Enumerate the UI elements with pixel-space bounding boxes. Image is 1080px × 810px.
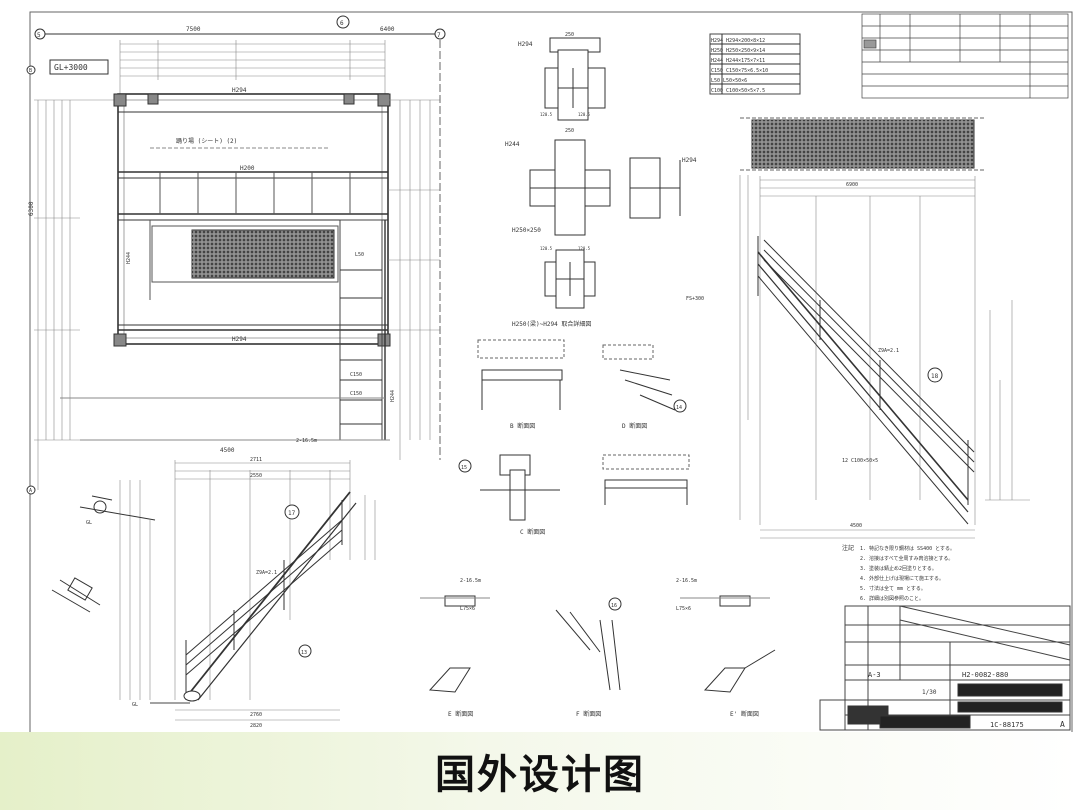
plan-dim-top-right: 6400 — [380, 26, 395, 33]
small-details-left: GL — [51, 495, 156, 613]
notes-line-5: 5. 寸法は全て mm とする。 — [860, 585, 926, 592]
plan-landing-note: 踊り場 (シート) (2) — [176, 137, 237, 145]
joint-dim-5: 120.5 — [540, 246, 553, 251]
section-details: B 断面図 14 D 断面図 15 C 断面図 2-16.5m L75×6 E — [420, 339, 776, 718]
member-row-3: H244 H244×175×7×11 — [711, 58, 765, 64]
revision-table — [861, 13, 1069, 99]
member-row-2: H250 H250×250×9×14 — [711, 48, 765, 54]
plan-axis-6: 6 — [340, 20, 344, 27]
left-elev-ref: 13 — [301, 650, 307, 656]
section-e-label: E 断面図 — [448, 710, 473, 718]
right-elev-dim-mid: 4500 — [850, 523, 862, 529]
section-ref-e: 2-16.5m — [460, 578, 481, 584]
left-elev-bottom-dim: 2760 — [250, 712, 262, 718]
plan-label-l50: L50 — [355, 252, 364, 258]
left-elev-mark: 17 — [288, 510, 296, 517]
plan-dim-total: 6300 — [28, 201, 35, 216]
right-elev-bottom: 12 C100×50×5 — [842, 458, 878, 464]
section-d-label: D 断面図 — [622, 422, 647, 430]
gl-label-box — [49, 59, 109, 75]
plan-axis-b: B — [29, 68, 32, 74]
section-c-label: C 断面図 — [520, 528, 545, 536]
joint-caption: H250(梁)~H294 取合詳細図 — [512, 320, 591, 328]
member-row-1: H294 H294×200×8×12 — [711, 38, 765, 44]
redacted-bar — [847, 705, 889, 725]
notes-line-1: 1. 特記なき限り鋼材は SS400 とする。 — [860, 545, 955, 552]
redacted-bar — [957, 701, 1063, 713]
section-ref-e2: 2-16.5m — [676, 578, 697, 584]
section-ref-16: 16 — [611, 603, 617, 609]
technical-drawing: 5 6 7 7500 6400 GL+3000 — [26, 11, 1073, 735]
title-code: 1C-88175 — [990, 721, 1024, 729]
joint-details: 250 H294 120.5 120.5 H244 250 H250×250 H… — [505, 32, 697, 328]
title-scale: 1/30 — [922, 689, 937, 696]
left-elev-bottom-dim2: 2820 — [250, 723, 262, 729]
right-elev-slope: Z9A=2.1 — [878, 348, 899, 354]
plan-label-c150a: C150 — [350, 372, 362, 378]
member-row-5: L50 L50×50×6 — [711, 78, 747, 84]
section-b-label: B 断面図 — [510, 422, 535, 430]
section-ref-14: 14 — [676, 405, 682, 411]
notes-line-4: 4. 外部仕上げは現場にて施工する。 — [860, 575, 944, 582]
member-row-6: C100 C100×50×5×7.5 — [711, 88, 765, 94]
plan-axis-a: A — [29, 488, 32, 494]
joint-dim-4: 250 — [565, 128, 574, 134]
joint-dim-2: 120.5 — [540, 112, 553, 117]
title-drawing-no: H2-0082-880 — [962, 671, 1008, 679]
plan-label-h244-left: H244 — [126, 252, 132, 264]
plan-beam-mid: H200 — [240, 165, 255, 172]
section-f-label: F 断面図 — [576, 710, 601, 718]
plan-detail-ref: 2-16.5m — [296, 438, 317, 444]
joint-dim-3: 120.5 — [578, 112, 591, 117]
left-elev-dim-mid: 2550 — [250, 473, 262, 479]
title-block: A-3 H2-0082-880 1/30 1C-88175 A — [819, 605, 1071, 731]
plan-bottom-dim: 4500 — [220, 447, 235, 454]
plan-beam-bottom: H294 — [232, 336, 247, 343]
notes-line-3: 3. 塗装は錆止め2回塗りとする。 — [860, 565, 937, 572]
plan-axis-5: 5 — [37, 32, 41, 39]
title-sheet: A-3 — [868, 671, 881, 679]
joint-h294-a: H294 — [518, 41, 533, 48]
section-ref-15: 15 — [461, 465, 467, 471]
caption-bar — [0, 732, 1080, 810]
plan-view: 5 6 7 7500 6400 GL+3000 — [26, 15, 446, 495]
joint-dim-1: 250 — [565, 32, 574, 38]
section-angle-e2: L75×6 — [676, 606, 691, 612]
left-elevation: 2711 2550 17 Z9A=2.1 13 2760 2820 GL — [119, 457, 376, 729]
notes-line-2: 2. 溶接はすべて全周すみ肉溶接とする。 — [860, 555, 953, 562]
gl-label: GL+3000 — [54, 63, 88, 72]
right-elev-mark: 18 — [931, 373, 939, 380]
member-row-4: C150 C150×75×6.5×10 — [711, 68, 768, 74]
joint-dim-6: 120.5 — [578, 246, 591, 251]
right-elev-dim-top: 6900 — [846, 182, 858, 188]
redacted-bar — [957, 683, 1063, 697]
joint-h250: H250×250 — [512, 227, 541, 234]
redacted-bar — [879, 715, 971, 729]
plan-label-h244-right: H244 — [390, 390, 396, 402]
section-angle-e: L75×6 — [460, 606, 475, 612]
plan-axis-7: 7 — [437, 32, 441, 39]
notes-title: 注記 — [842, 544, 854, 552]
member-table: H294 H294×200×8×12 H250 H250×250×9×14 H2… — [709, 33, 801, 95]
notes-line-6: 6. 詳細は別図参照のこと。 — [860, 595, 924, 602]
plan-label-c150b: C150 — [350, 391, 362, 397]
joint-h294-b: H294 — [682, 157, 697, 164]
left-elev-slope: Z9A=2.1 — [256, 570, 277, 576]
left-elev-gl: GL — [132, 702, 138, 708]
joint-h244: H244 — [505, 141, 520, 148]
notes-block: 注記 1. 特記なき限り鋼材は SS400 とする。 2. 溶接はすべて全周すみ… — [842, 544, 955, 602]
plan-beam-top: H294 — [232, 87, 247, 94]
section-e2-label: E' 断面図 — [730, 710, 759, 718]
right-elev-note: FS+300 — [686, 296, 704, 302]
left-elev-dim-top: 2711 — [250, 457, 262, 463]
plan-dim-top-left: 7500 — [186, 26, 201, 33]
right-elevation: 6900 4500 FS+300 18 Z9A=2.1 12 C100×50×5 — [686, 117, 1030, 539]
title-revision: A — [1060, 720, 1065, 729]
slide-caption: 国外设计图 — [435, 752, 645, 798]
svg-text:GL: GL — [86, 520, 92, 526]
